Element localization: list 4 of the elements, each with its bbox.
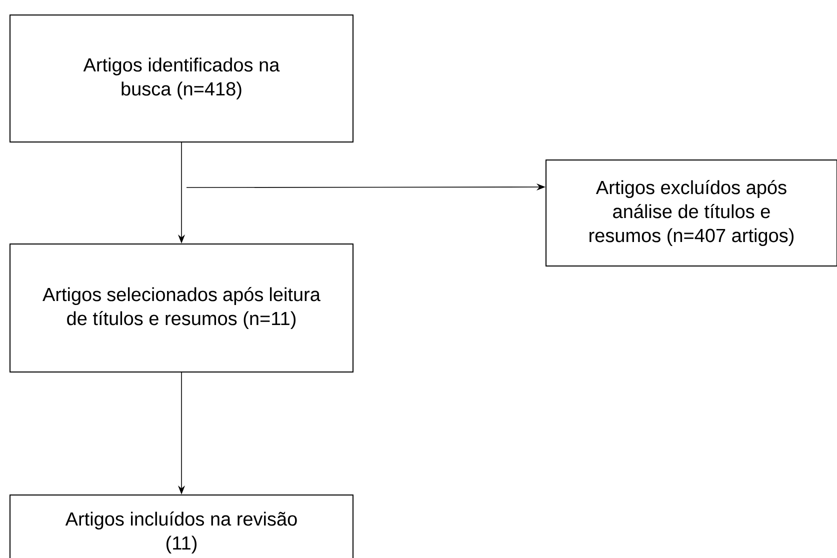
process-box: Artigos excluídos após análise de títulos e resumos (n=407 artigos) xyxy=(546,160,837,266)
process-box: Artigos selecionados após leitura de títulos e resumos (n=11) xyxy=(10,244,354,372)
process-box: Artigos incluídos na revisão (11) xyxy=(10,494,354,558)
process-box: Artigos identificados na busca (n=418) xyxy=(10,14,354,142)
